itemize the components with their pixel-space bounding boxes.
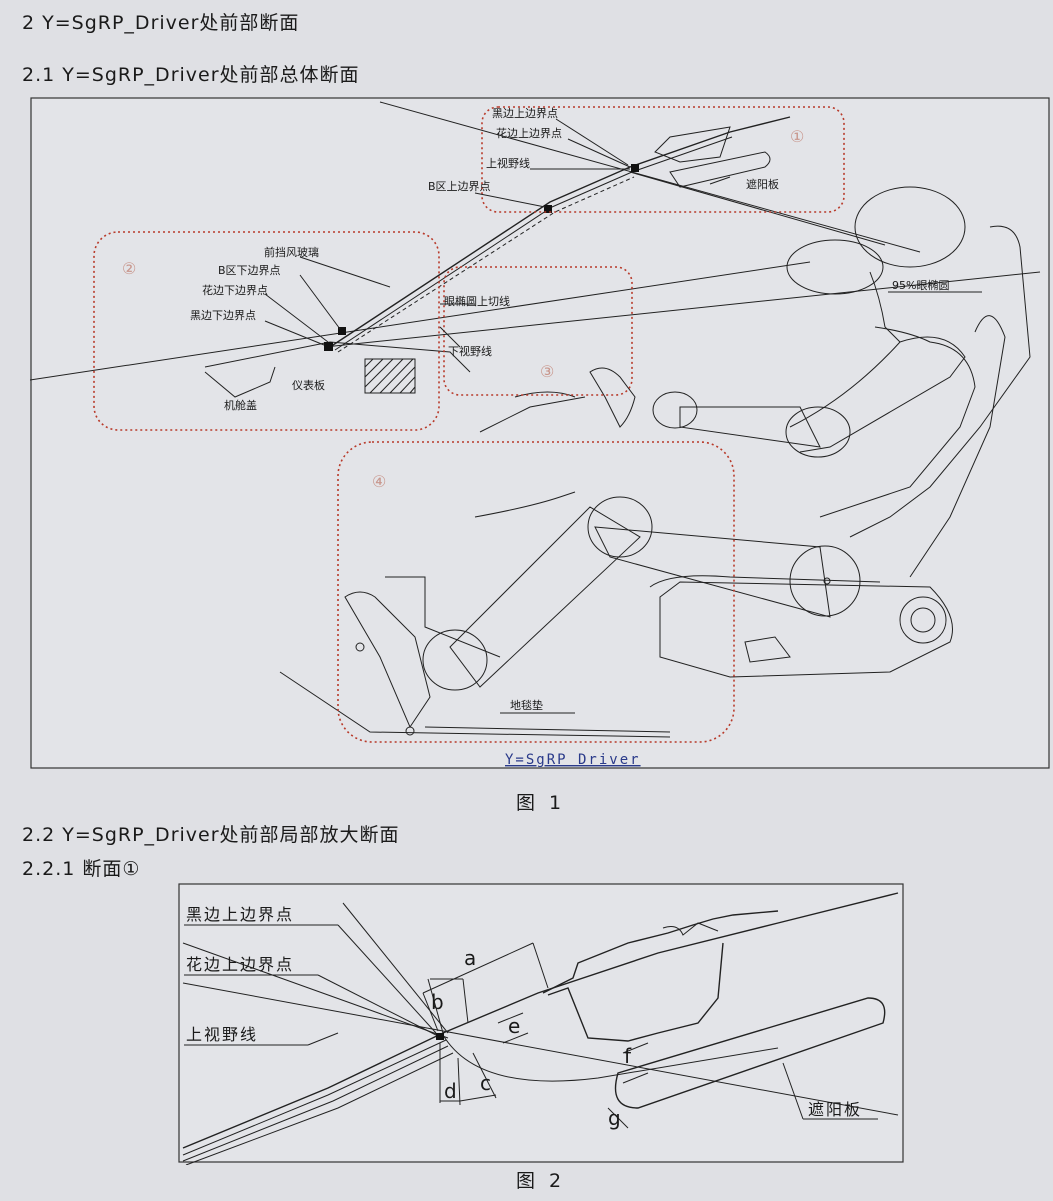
region-4-outline: [337, 441, 735, 743]
region-number-2: ②: [122, 259, 136, 278]
label-flower-upper-point: 花边上边界点: [496, 127, 562, 140]
marker-black-upper-point: [631, 164, 639, 172]
dim-e: e: [508, 1014, 520, 1038]
label-eyellipse-tangent: 眼椭圆上切线: [444, 294, 510, 308]
label-lower-sight-line: 下视野线: [448, 344, 492, 358]
heading-section-2-1: 2.1 Y=SgRP_Driver处前部总体断面: [22, 64, 360, 86]
region-number-1: ①: [790, 127, 804, 146]
marker-b-upper-point: [544, 205, 552, 213]
label-section-plane: Y=SgRP Driver: [505, 752, 641, 768]
label-eyellipse-95: 95%眼椭圆: [892, 278, 949, 292]
figure-1-caption: 图 1: [516, 792, 566, 814]
heading-section-2: 2 Y=SgRP_Driver处前部断面: [22, 12, 300, 34]
label-windshield: 前挡风玻璃: [264, 245, 319, 259]
label-black-lower-point: 黑边下边界点: [190, 309, 256, 322]
label-flower-upper-point: 花边上边界点: [186, 955, 294, 974]
dim-a: a: [464, 946, 476, 970]
figure-2: a b c d e f g 黑边上边界点 花边上边界点 上视野线 遮阳板: [178, 883, 904, 1165]
label-b-upper-point: B区上边界点: [428, 180, 491, 193]
marker-black-lower-point: [324, 342, 333, 351]
heading-section-2-2-1: 2.2.1 断面①: [22, 858, 141, 880]
heading-section-2-2: 2.2 Y=SgRP_Driver处前部局部放大断面: [22, 824, 400, 846]
dim-g: g: [608, 1106, 621, 1130]
label-flower-lower-point: 花边下边界点: [202, 284, 268, 297]
region-number-3: ③: [540, 362, 554, 381]
figure-2-caption: 图 2: [516, 1170, 566, 1192]
region-2-outline: [93, 231, 440, 431]
region-number-4: ④: [372, 472, 386, 491]
figure-1: ① ② ③ ④ 黑边上边界点 花边上边界点 上视野线 B区上边界点 遮阳板 前挡…: [30, 97, 1050, 769]
label-instrument-panel: 仪表板: [292, 378, 325, 392]
label-carpet: 地毯垫: [510, 698, 543, 712]
label-b-lower-point: B区下边界点: [218, 264, 281, 277]
label-sunvisor: 遮阳板: [808, 1100, 862, 1119]
dim-b: b: [431, 990, 444, 1014]
label-hood: 机舱盖: [224, 398, 257, 412]
marker-b-lower-point: [338, 327, 346, 335]
dim-c: c: [480, 1071, 491, 1095]
label-black-upper-point: 黑边上边界点: [186, 905, 294, 924]
label-sunvisor: 遮阳板: [746, 177, 779, 191]
label-upper-sight-line: 上视野线: [486, 156, 530, 170]
dim-d: d: [444, 1079, 457, 1103]
dim-f: f: [624, 1044, 632, 1068]
region-1-outline: [481, 106, 845, 213]
marker-black-upper-point: [436, 1033, 444, 1040]
label-upper-sight-line: 上视野线: [186, 1025, 258, 1044]
label-black-upper-point: 黑边上边界点: [492, 107, 558, 120]
